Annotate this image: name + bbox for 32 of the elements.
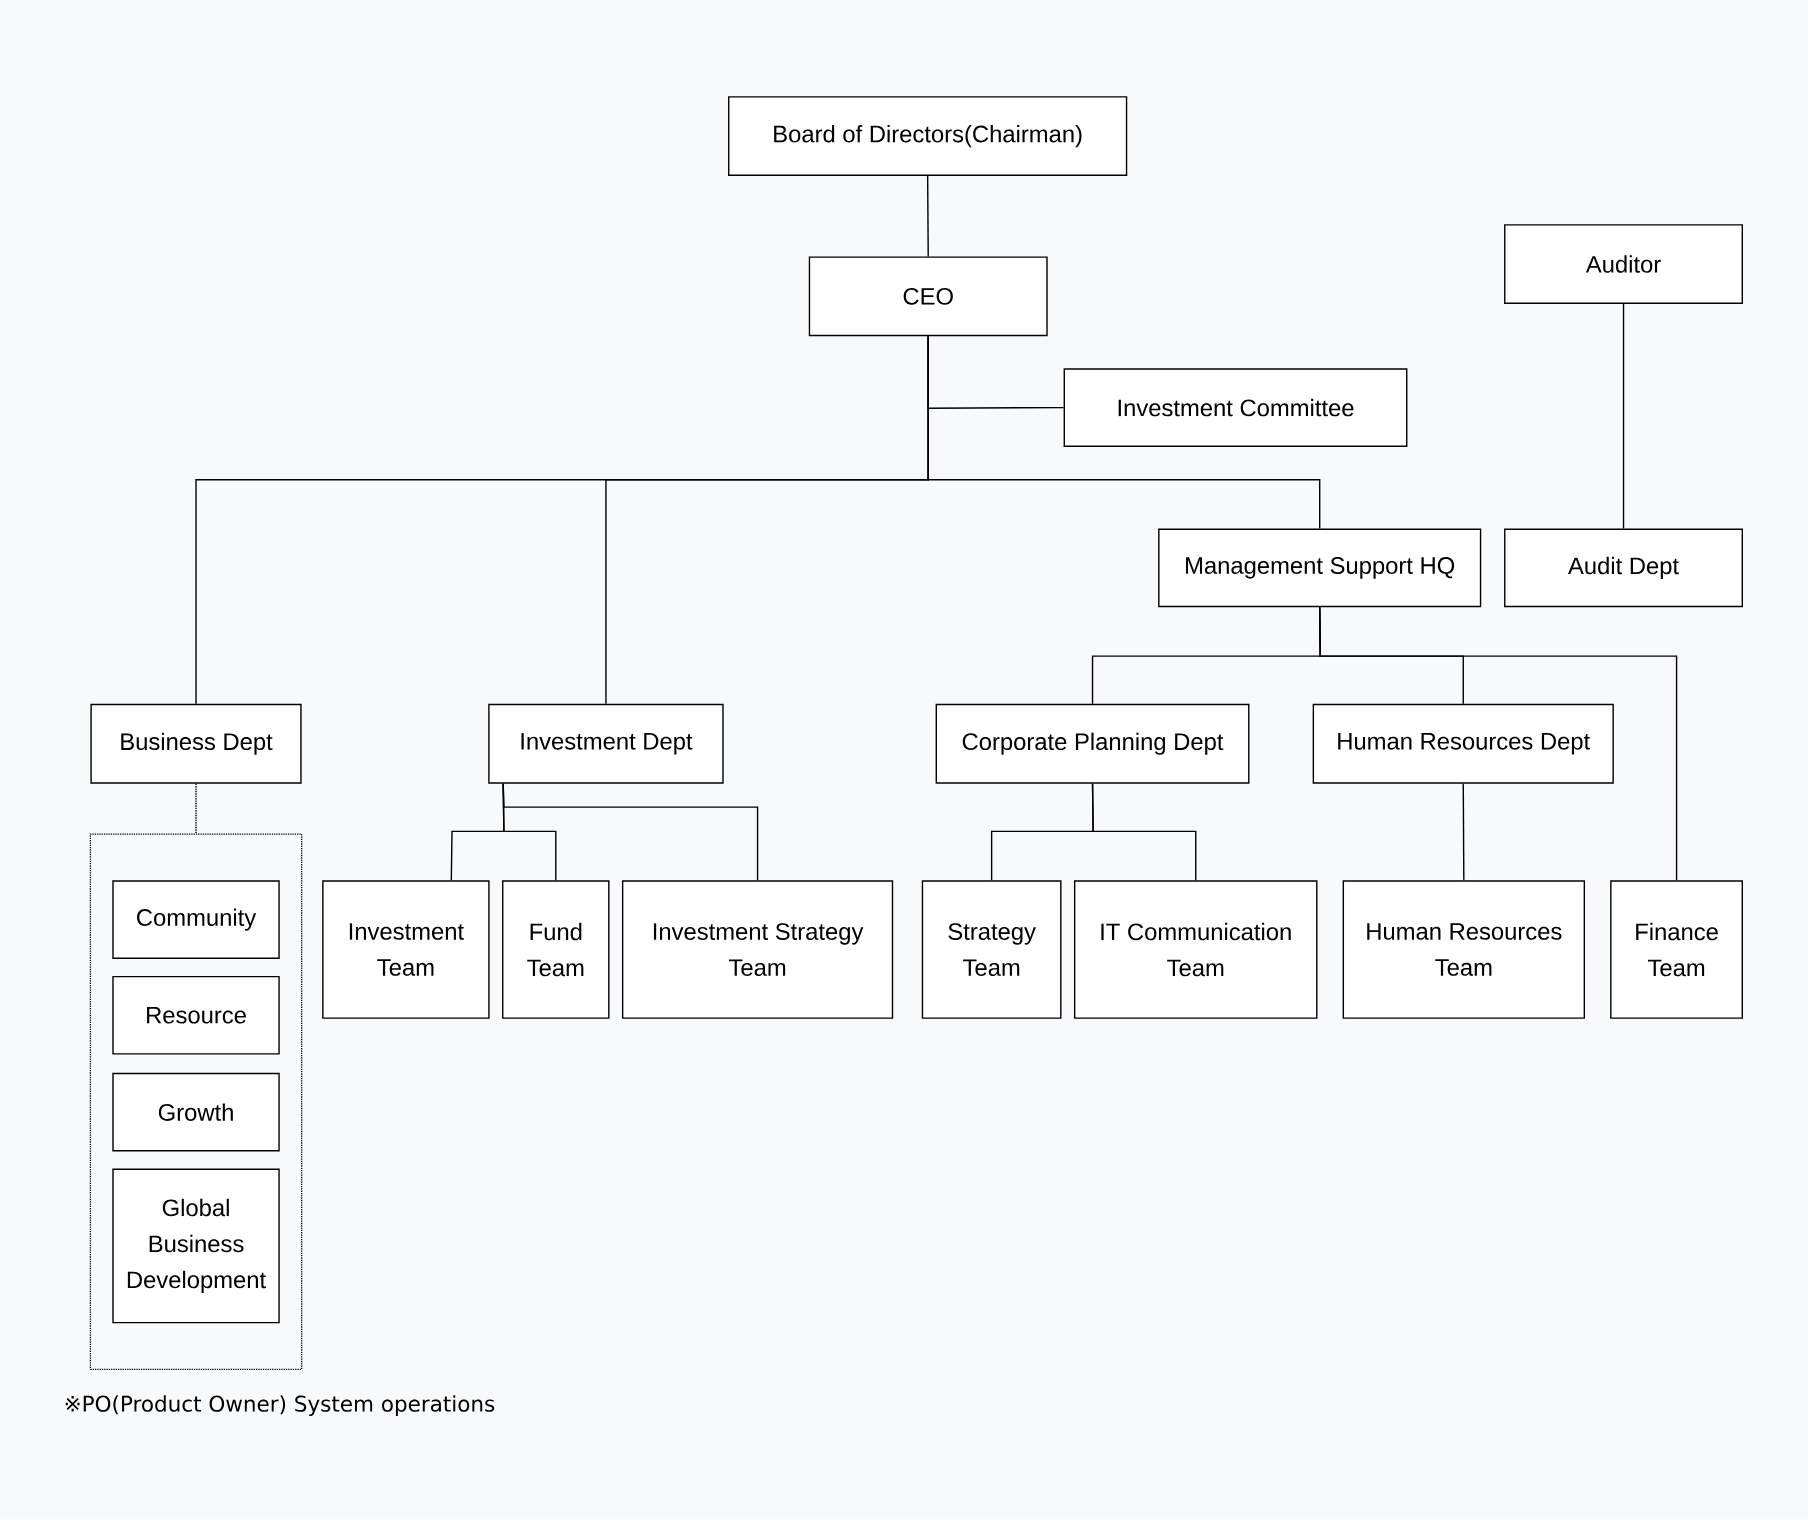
board-box: Board of Directors(Chairman) — [728, 96, 1128, 177]
department-box: Human Resources Dept — [1312, 703, 1614, 784]
connector-line — [926, 175, 929, 258]
team-box: Resource — [112, 976, 280, 1055]
team-box: Strategy Team — [921, 880, 1062, 1019]
dotted-group-box — [89, 833, 303, 1371]
department-box: Investment Dept — [488, 703, 724, 784]
connector-line — [1319, 606, 1678, 882]
connector-line — [195, 783, 197, 835]
team-box: Finance Team — [1610, 880, 1743, 1019]
connector-line — [1462, 783, 1465, 882]
department-box: Audit Dept — [1504, 528, 1743, 608]
connector-line — [927, 335, 1321, 530]
team-box: Fund Team — [502, 880, 610, 1019]
connector-line — [1622, 303, 1625, 530]
department-box: Business Dept — [90, 703, 302, 784]
connector-line — [502, 783, 557, 882]
auditor-box: Auditor — [1504, 224, 1743, 305]
team-box: IT Communication Team — [1073, 880, 1318, 1019]
team-box: Global Business Development — [112, 1168, 280, 1324]
team-box: Investment Strategy Team — [621, 880, 894, 1019]
footnote: ※PO(Product Owner) System operations — [65, 1395, 495, 1417]
connector-line — [502, 783, 759, 882]
team-box: Community — [112, 880, 280, 960]
team-box: Human Resources Team — [1342, 880, 1586, 1019]
department-box: Corporate Planning Dept — [935, 703, 1250, 784]
team-box: Growth — [112, 1072, 280, 1152]
headquarters-box: Management Support HQ — [1158, 528, 1482, 608]
team-box: Investment Team — [322, 880, 490, 1019]
committee-box: Investment Committee — [1063, 368, 1408, 448]
connector-line — [1091, 783, 1197, 882]
executive-box: CEO — [808, 256, 1048, 337]
